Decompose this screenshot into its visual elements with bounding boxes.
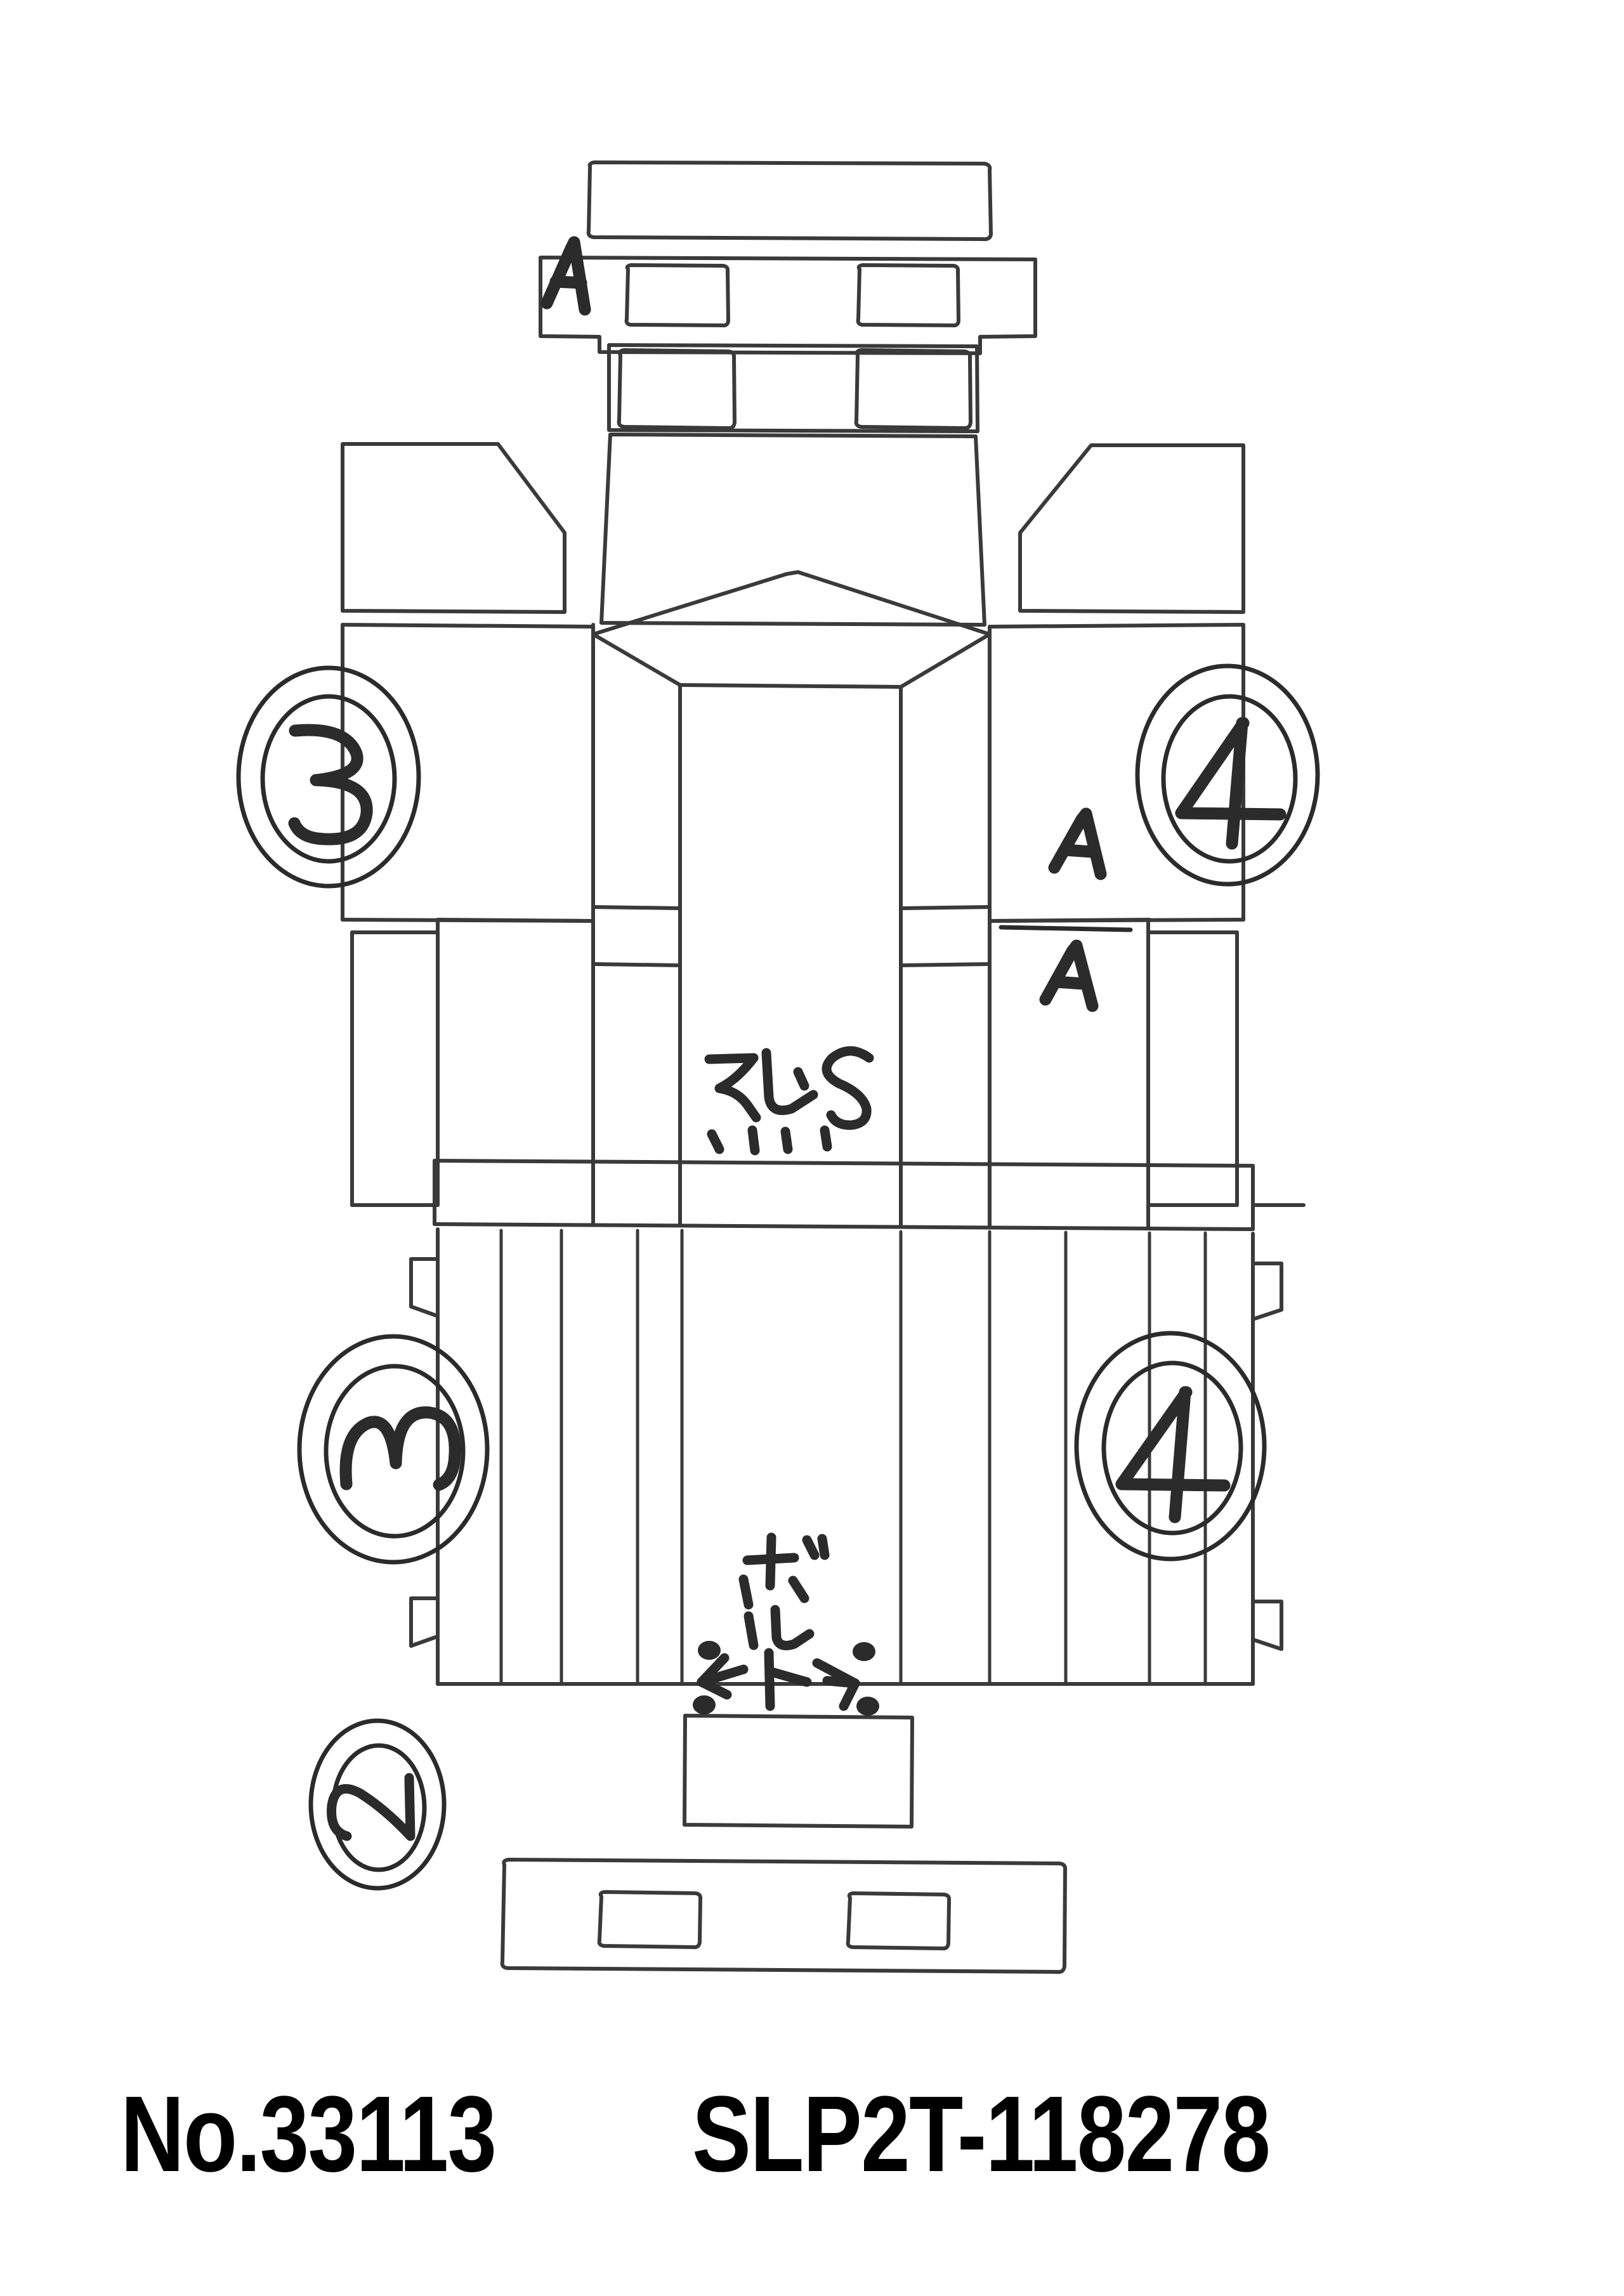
callout-3-front[interactable] — [236, 665, 421, 889]
rear-license-plate — [683, 1714, 914, 1829]
headlamp-left — [617, 348, 737, 431]
damage-note-front — [704, 1046, 874, 1156]
callout-4-front[interactable] — [1135, 663, 1320, 887]
bolt-note — [693, 1532, 879, 1716]
caption: No.33113 SLP2T-118278 — [0, 2061, 1624, 2207]
front-lamp-left — [624, 263, 730, 328]
cargo-bed — [409, 1227, 1283, 1686]
hood-and-cab-front — [591, 433, 992, 689]
front-bumper-outer — [586, 160, 993, 242]
bed-front-cross-band — [350, 1159, 1306, 1231]
front-lower-panel — [607, 343, 979, 433]
record-number: No.33113 — [121, 2074, 497, 2195]
section-mark-front-a — [540, 236, 591, 316]
cab-body-sides — [591, 623, 992, 1207]
front-grille-panel — [539, 256, 1037, 355]
callout-4-rear[interactable] — [1074, 1331, 1267, 1562]
right-front-mirror-wing — [1018, 443, 1245, 614]
headlamp-right — [854, 348, 972, 431]
chassis-number: SLP2T-118278 — [692, 2074, 1271, 2195]
front-lamp-right — [856, 263, 960, 328]
left-front-fender-body — [341, 623, 595, 923]
callout-3-rear[interactable] — [297, 1334, 490, 1565]
left-front-mirror-wing — [341, 442, 566, 614]
rear-bumper-slot-left — [597, 1890, 703, 1950]
rear-bumper — [500, 1858, 1068, 1974]
section-label-a-over-a — [999, 807, 1133, 1012]
rear-bumper-slot-right — [846, 1891, 952, 1951]
callout-2-rear[interactable] — [308, 1718, 447, 1891]
